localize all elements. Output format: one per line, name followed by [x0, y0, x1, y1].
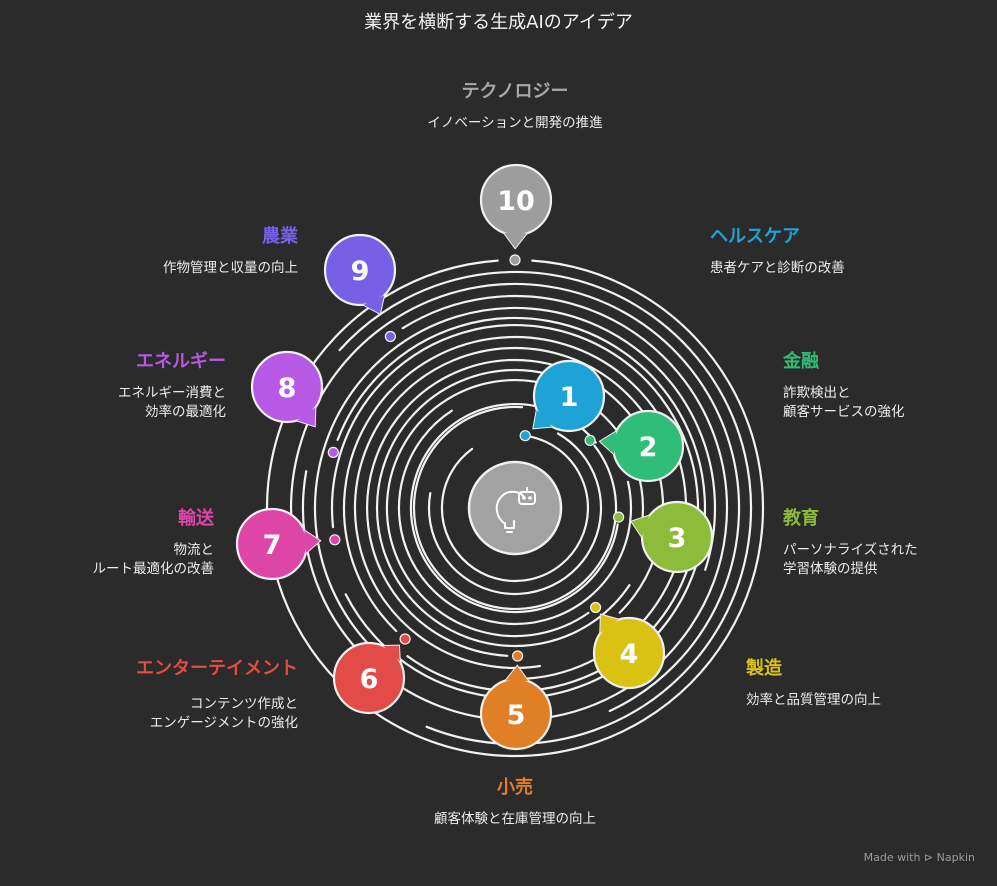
item-desc-8: エネルギー消費と 効率の最適化 — [118, 385, 226, 420]
ring-extra — [313, 306, 717, 667]
balloon-1: 1 — [532, 359, 606, 433]
item-heading-3: 教育 — [783, 508, 819, 529]
napkin-watermark: Made with ⊳ Napkin — [863, 851, 975, 864]
item-label-8: エネルギー エネルギー消費と 効率の最適化 — [0, 350, 226, 422]
markers — [327, 254, 625, 662]
item-heading-2: 金融 — [783, 351, 819, 372]
item-heading-5: 小売 — [497, 777, 533, 798]
item-label-10: テクノロジー イノベーションと開発の推進 — [385, 80, 645, 133]
ring-6 — [342, 335, 688, 680]
item-desc-9: 作物管理と収量の向上 — [163, 260, 298, 276]
ring-extra — [375, 368, 631, 648]
marker-dot-6 — [399, 633, 411, 645]
ring-8 — [336, 316, 707, 700]
balloon-4: 4 — [592, 613, 666, 690]
item-heading-1: ヘルスケア — [710, 226, 800, 247]
balloon-number-4: 4 — [620, 639, 639, 670]
item-heading-8: エネルギー — [136, 351, 226, 372]
balloon-number-9: 9 — [351, 256, 370, 287]
balloon-number-2: 2 — [639, 432, 658, 463]
item-desc-7: 物流と ルート最適化の改善 — [92, 542, 215, 577]
item-label-6: エンターテイメント コンテンツ作成と エンゲージメントの強化 — [40, 657, 298, 733]
center-hub — [467, 460, 563, 556]
ring-9 — [301, 294, 729, 722]
balloon-6: 6 — [332, 641, 406, 715]
balloon-number-3: 3 — [668, 523, 687, 554]
item-desc-3: パーソナライズされた 学習体験の提供 — [783, 542, 918, 577]
item-desc-6: コンテンツ作成と エンゲージメントの強化 — [149, 696, 298, 731]
item-label-7: 輸送 物流と ルート最適化の改善 — [0, 507, 215, 579]
balloon-2: 2 — [598, 409, 685, 483]
ring-extra — [427, 432, 603, 596]
item-desc-2: 詐欺検出と 顧客サービスの強化 — [783, 385, 905, 420]
ring-4 — [385, 378, 645, 638]
marker-dot-9 — [384, 330, 396, 343]
item-desc-1: 患者ケアと診断の改善 — [710, 260, 845, 276]
ring-extra — [290, 282, 741, 713]
marker-dot-5 — [511, 650, 524, 662]
balloon-number-8: 8 — [278, 373, 297, 404]
diagram-title: 業界を横断する生成AIのアイデア — [364, 12, 633, 33]
ring-extra — [338, 270, 753, 746]
balloon-5: 5 — [479, 664, 553, 751]
item-desc-5: 顧客体験と在庫管理の向上 — [434, 811, 596, 827]
numbered-balloons: 1 2 3 4 5 6 7 8 9 10 — [235, 163, 714, 751]
item-desc-4: 効率と品質管理の向上 — [746, 692, 881, 708]
marker-dot-8 — [327, 446, 339, 458]
balloon-number-7: 7 — [263, 530, 282, 561]
item-heading-9: 農業 — [262, 226, 298, 247]
item-heading-10: テクノロジー — [461, 81, 569, 102]
item-label-3: 教育 パーソナライズされた 学習体験の提供 — [783, 507, 997, 579]
ring-3 — [409, 402, 619, 614]
balloon-3: 3 — [630, 500, 714, 574]
item-desc-10: イノベーションと開発の推進 — [427, 115, 603, 131]
item-label-9: 農業 作物管理と収量の向上 — [38, 225, 298, 278]
item-label-5: 小売 顧客体験と在庫管理の向上 — [385, 776, 645, 829]
item-heading-7: 輸送 — [178, 508, 214, 529]
ring-1 — [440, 435, 590, 583]
balloon-number-6: 6 — [360, 664, 379, 695]
marker-dot-1 — [519, 430, 531, 442]
balloon-number-1: 1 — [560, 382, 579, 413]
balloon-7: 7 — [235, 507, 322, 581]
spiral-rings — [265, 259, 765, 758]
balloon-number-10: 10 — [497, 186, 535, 217]
balloon-number-5: 5 — [507, 700, 526, 731]
ring-extra — [353, 346, 656, 670]
item-heading-6: エンターテイメント — [136, 658, 298, 679]
lightbulb-robot-icon — [495, 487, 536, 533]
marker-dot-2 — [584, 434, 596, 446]
item-heading-4: 製造 — [746, 658, 782, 679]
marker-dot-3 — [612, 511, 625, 523]
item-label-4: 製造 効率と品質管理の向上 — [746, 657, 997, 710]
ring-5 — [366, 358, 665, 657]
marker-dot-4 — [589, 601, 602, 614]
marker-dot-10 — [509, 254, 521, 266]
marker-dot-7 — [329, 534, 341, 546]
balloon-8: 8 — [250, 350, 324, 428]
balloon-9: 9 — [323, 233, 397, 316]
item-label-2: 金融 詐欺検出と 顧客サービスの強化 — [783, 350, 997, 422]
balloon-10: 10 — [479, 163, 553, 250]
ring-extra — [397, 409, 633, 626]
ring-2 — [412, 405, 618, 611]
item-label-1: ヘルスケア 患者ケアと診断の改善 — [710, 225, 970, 278]
ring-7 — [330, 324, 700, 693]
